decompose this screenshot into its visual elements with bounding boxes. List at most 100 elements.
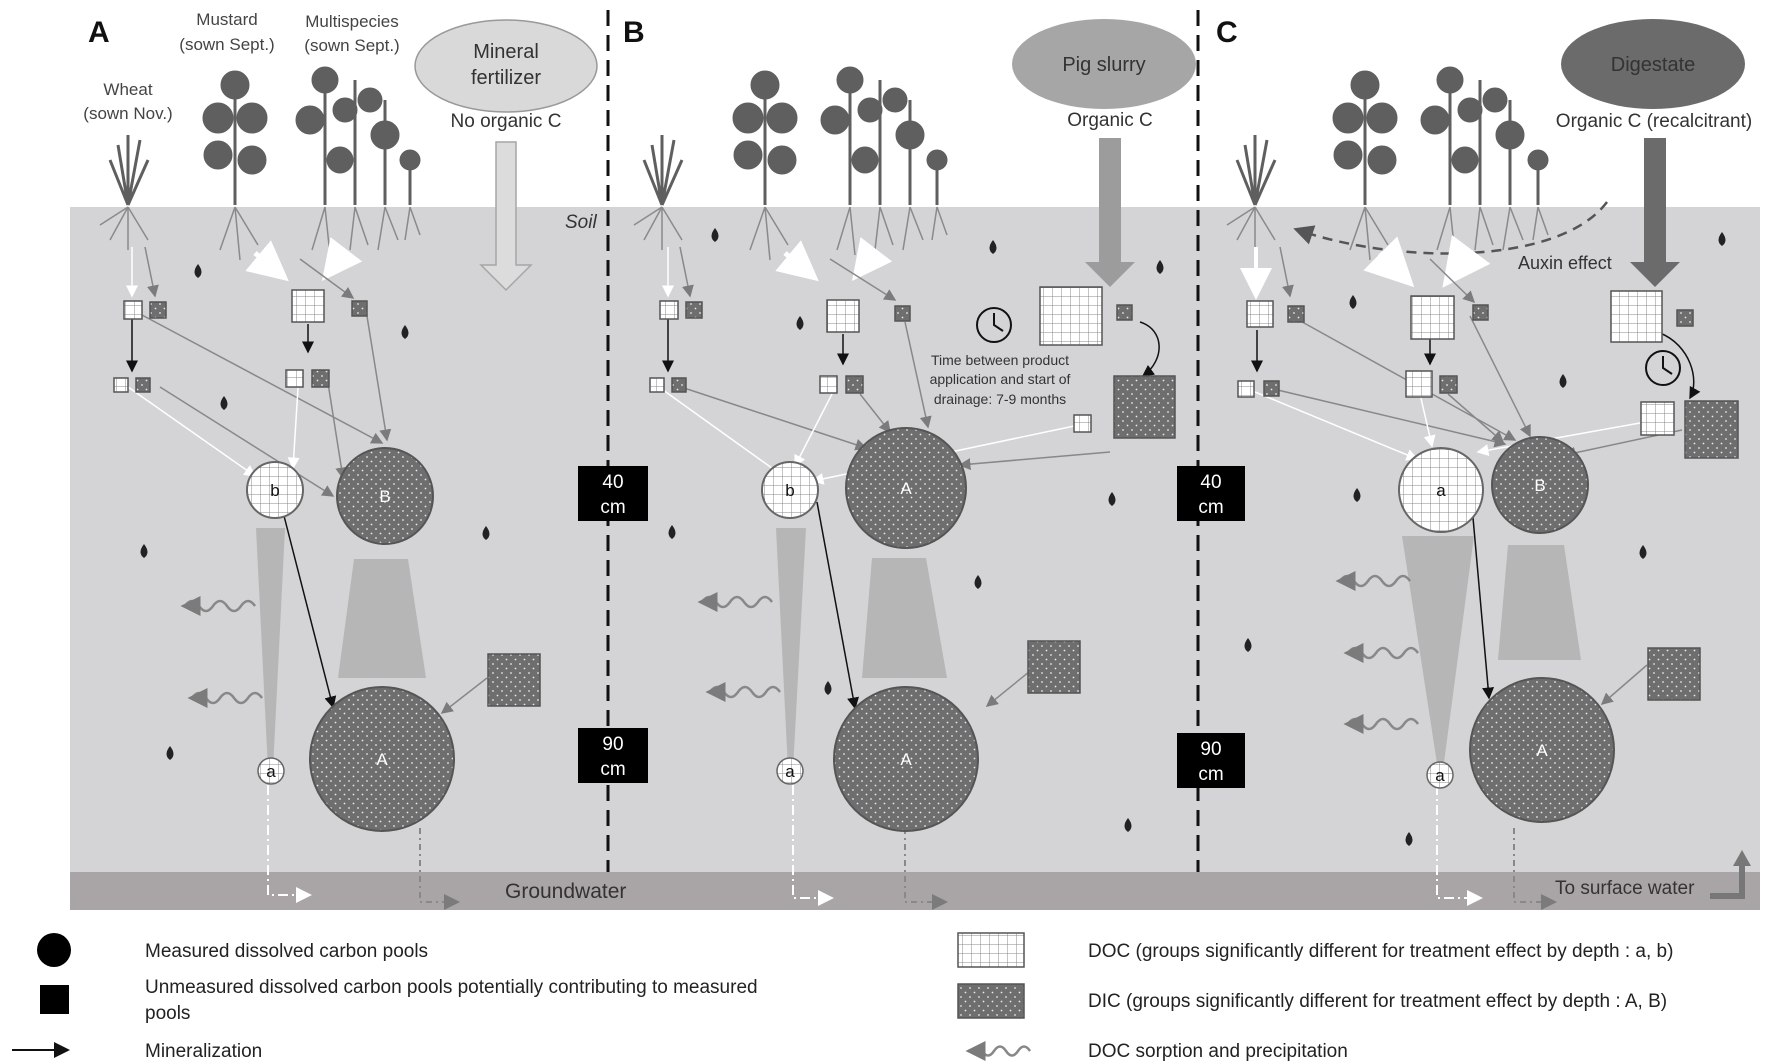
plant-group-a bbox=[108, 66, 421, 206]
groundwater-layer bbox=[70, 872, 1760, 910]
digestate-ellipse bbox=[1561, 19, 1745, 109]
multispecies-plants-c bbox=[1420, 66, 1549, 205]
mustard-plant-b bbox=[732, 70, 798, 205]
panel-c-unmeasured-squares bbox=[1237, 290, 1739, 701]
depth-40-marker: 40 cm bbox=[578, 466, 648, 521]
panel-c-upper-doc-pool: a bbox=[1398, 447, 1484, 533]
mineral-fertilizer-label-1: Mineral bbox=[473, 41, 539, 63]
digestate-label: Digestate bbox=[1611, 54, 1696, 76]
multispecies-label: Multispecies bbox=[305, 12, 399, 31]
surface-water-arrow bbox=[1710, 862, 1745, 899]
legend-sorption-icon bbox=[965, 1041, 1032, 1061]
svg-text:b: b bbox=[785, 481, 794, 500]
water-droplets bbox=[140, 228, 1726, 846]
svg-text:B: B bbox=[379, 487, 390, 506]
panel-b-clock-icon bbox=[976, 307, 1012, 343]
mustard-plant-c bbox=[1332, 70, 1398, 205]
panel-b-upper-dic-pool: A bbox=[845, 427, 967, 549]
svg-text:A: A bbox=[1536, 741, 1548, 760]
legend-dic-swatch bbox=[957, 983, 1025, 1019]
wheat-sown-label: (sown Nov.) bbox=[83, 104, 172, 123]
panel-a-letter: A bbox=[88, 16, 110, 49]
legend-square-label-2: pools bbox=[145, 1003, 190, 1024]
legend-square-icon bbox=[40, 985, 69, 1014]
svg-text:a: a bbox=[785, 762, 795, 781]
panel-a-sorption bbox=[180, 596, 264, 708]
panel-a-flows bbox=[126, 237, 488, 910]
multispecies-sown-label: (sown Sept.) bbox=[304, 36, 399, 55]
legend-circle-label: Measured dissolved carbon pools bbox=[145, 941, 428, 962]
mustard-label: Mustard bbox=[196, 10, 257, 29]
depth-40-marker-c: 40 cm bbox=[1177, 466, 1245, 521]
svg-text:a: a bbox=[1435, 766, 1445, 785]
panel-c-upper-dic-pool: B bbox=[1491, 436, 1589, 534]
surface-water-label: To surface water bbox=[1555, 878, 1695, 899]
panel-a-lower-doc-pool: a bbox=[257, 757, 285, 785]
svg-text:40: 40 bbox=[602, 472, 623, 493]
timing-note-line-3: drainage: 7-9 months bbox=[934, 391, 1066, 407]
panel-a-carbon-label: No organic C bbox=[451, 111, 562, 132]
legend-mineralization-label: Mineralization bbox=[145, 1041, 262, 1061]
panel-a-upper-doc-pool: b bbox=[246, 461, 304, 519]
wheat-label: Wheat bbox=[103, 80, 152, 99]
panel-b-unmeasured-squares bbox=[649, 286, 1176, 694]
mineral-fertilizer-arrow bbox=[479, 141, 533, 292]
svg-text:90: 90 bbox=[602, 734, 623, 755]
legend-dic-label: DIC (groups significantly different for … bbox=[1088, 991, 1667, 1012]
wheat-plant-c bbox=[1235, 135, 1277, 206]
panel-b-sorption bbox=[697, 592, 782, 702]
panel-c-flows bbox=[1240, 235, 1701, 910]
panel-c-letter: C bbox=[1216, 16, 1238, 49]
panel-a-upper-dic-pool: B bbox=[336, 447, 434, 545]
plant-group-c bbox=[1235, 66, 1549, 206]
svg-text:40: 40 bbox=[1200, 472, 1221, 493]
plant-group-b bbox=[642, 66, 948, 206]
roots bbox=[99, 206, 1549, 261]
panel-c-lower-dic-pool: A bbox=[1469, 677, 1615, 823]
panel-a-lower-dic-pool: A bbox=[309, 686, 455, 832]
legend-square-label-1: Unmeasured dissolved carbon pools potent… bbox=[145, 977, 758, 998]
legend: Measured dissolved carbon pools Unmeasur… bbox=[12, 932, 1673, 1061]
panel-b-flows bbox=[662, 237, 1160, 910]
timing-note-line-1: Time between product bbox=[931, 352, 1069, 368]
svg-text:cm: cm bbox=[1198, 497, 1223, 518]
panel-c-carbon-label: Organic C (recalcitrant) bbox=[1556, 111, 1752, 132]
legend-doc-swatch bbox=[957, 932, 1025, 968]
multispecies-plants-b bbox=[820, 66, 948, 205]
svg-text:cm: cm bbox=[600, 759, 625, 780]
panel-b-carbon-label: Organic C bbox=[1067, 110, 1153, 131]
wheat-plant-b bbox=[642, 135, 684, 206]
soil-label: Soil bbox=[565, 212, 597, 233]
multispecies-plants bbox=[295, 66, 421, 205]
pig-slurry-label: Pig slurry bbox=[1062, 54, 1145, 76]
mineral-fertilizer-ellipse bbox=[414, 19, 598, 113]
svg-text:b: b bbox=[270, 481, 279, 500]
legend-doc-label: DOC (groups significantly different for … bbox=[1088, 941, 1673, 962]
panel-c-lower-doc-pool: a bbox=[1426, 761, 1454, 789]
svg-text:A: A bbox=[900, 750, 912, 769]
timing-note-line-2: application and start of bbox=[930, 371, 1071, 387]
auxin-effect-arrow bbox=[1293, 201, 1609, 255]
svg-text:cm: cm bbox=[1198, 764, 1223, 785]
legend-circle-icon bbox=[37, 933, 71, 967]
svg-text:a: a bbox=[1436, 481, 1446, 500]
mustard-sown-label: (sown Sept.) bbox=[179, 35, 274, 54]
svg-text:B: B bbox=[1534, 476, 1545, 495]
digestate-arrow bbox=[1630, 138, 1680, 287]
mineral-fertilizer-label-2: fertilizer bbox=[471, 67, 541, 89]
svg-text:A: A bbox=[376, 750, 388, 769]
panel-b-upper-doc-pool: b bbox=[761, 461, 819, 519]
pig-slurry-arrow bbox=[1085, 138, 1135, 287]
panel-b-lower-dic-pool: A bbox=[833, 686, 979, 832]
pig-slurry-ellipse bbox=[1012, 19, 1196, 109]
panel-c-sorption bbox=[1335, 571, 1420, 734]
svg-text:90: 90 bbox=[1200, 739, 1221, 760]
auxin-effect-label: Auxin effect bbox=[1518, 253, 1612, 273]
depth-90-marker-c: 90 cm bbox=[1177, 733, 1245, 788]
groundwater-label: Groundwater bbox=[505, 880, 626, 903]
panel-a-unmeasured-squares bbox=[113, 289, 541, 707]
panel-b-lower-doc-pool: a bbox=[776, 757, 804, 785]
svg-text:a: a bbox=[266, 762, 276, 781]
mustard-plant bbox=[202, 70, 268, 205]
